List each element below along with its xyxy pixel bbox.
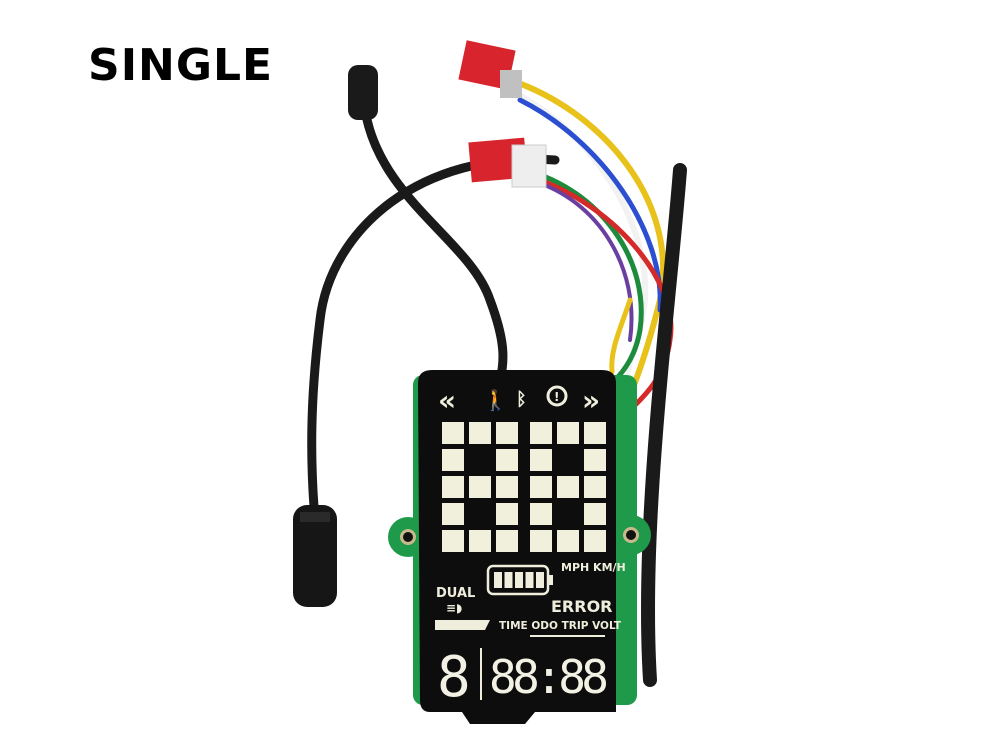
matrix-dot bbox=[442, 449, 464, 471]
speed-unit-label: MPH KM/H bbox=[561, 561, 626, 574]
matrix-dot bbox=[496, 503, 518, 525]
matrix-dot bbox=[530, 503, 552, 525]
wire-bundle bbox=[307, 77, 687, 687]
matrix-dot bbox=[442, 422, 464, 444]
big-digits-matrix bbox=[442, 422, 606, 552]
battery-bar bbox=[536, 572, 544, 588]
pedestrian-icon: 🚶 bbox=[483, 388, 508, 412]
info-labels: TIME ODO TRIP VOLT bbox=[499, 620, 622, 632]
battery-icon bbox=[486, 564, 553, 596]
dual-mode-label: DUAL bbox=[436, 586, 475, 601]
matrix-dot bbox=[557, 422, 579, 444]
matrix-dot bbox=[496, 530, 518, 552]
matrix-dot bbox=[442, 503, 464, 525]
bluetooth-icon: ᛒ bbox=[516, 389, 527, 410]
turn-left-icon: « bbox=[438, 384, 456, 417]
matrix-dot bbox=[530, 476, 552, 498]
left-segment-digit: 8 bbox=[437, 645, 471, 710]
matrix-dot bbox=[584, 530, 606, 552]
battery-bar bbox=[504, 572, 513, 588]
brake-warning-icon bbox=[546, 385, 568, 407]
matrix-dot bbox=[584, 449, 606, 471]
red-connector-2 bbox=[468, 137, 547, 188]
svg-text:!: ! bbox=[554, 390, 559, 404]
matrix-dot bbox=[442, 530, 464, 552]
matrix-dot bbox=[469, 530, 491, 552]
headlight-icon: ≡◗ bbox=[446, 601, 462, 615]
matrix-dot bbox=[496, 422, 518, 444]
black-plug-connector bbox=[348, 65, 378, 120]
matrix-dot bbox=[530, 422, 552, 444]
progress-strip bbox=[435, 620, 490, 630]
black-socket-connector bbox=[293, 505, 337, 607]
product-variant-title: SINGLE bbox=[88, 40, 274, 91]
matrix-dot bbox=[496, 476, 518, 498]
matrix-dot bbox=[530, 530, 552, 552]
matrix-dot bbox=[584, 476, 606, 498]
matrix-dot bbox=[584, 422, 606, 444]
matrix-dot bbox=[557, 476, 579, 498]
matrix-dot bbox=[530, 449, 552, 471]
matrix-dot bbox=[496, 449, 518, 471]
matrix-dot bbox=[469, 422, 491, 444]
battery-bar bbox=[515, 572, 523, 588]
matrix-dot bbox=[557, 530, 579, 552]
turn-right-icon: » bbox=[582, 384, 600, 417]
matrix-dot bbox=[442, 476, 464, 498]
red-connector-1 bbox=[458, 40, 522, 98]
error-label: ERROR bbox=[551, 597, 613, 616]
matrix-dot bbox=[584, 503, 606, 525]
clock-segment-digits: 88:88 bbox=[489, 650, 609, 704]
matrix-dot bbox=[469, 476, 491, 498]
battery-bar bbox=[525, 572, 534, 588]
battery-bar bbox=[494, 572, 502, 588]
lcd-display: « 🚶 ᛒ ! » 88 MPH KM/H DUAL ≡◗ ERROR TIME… bbox=[418, 370, 626, 724]
